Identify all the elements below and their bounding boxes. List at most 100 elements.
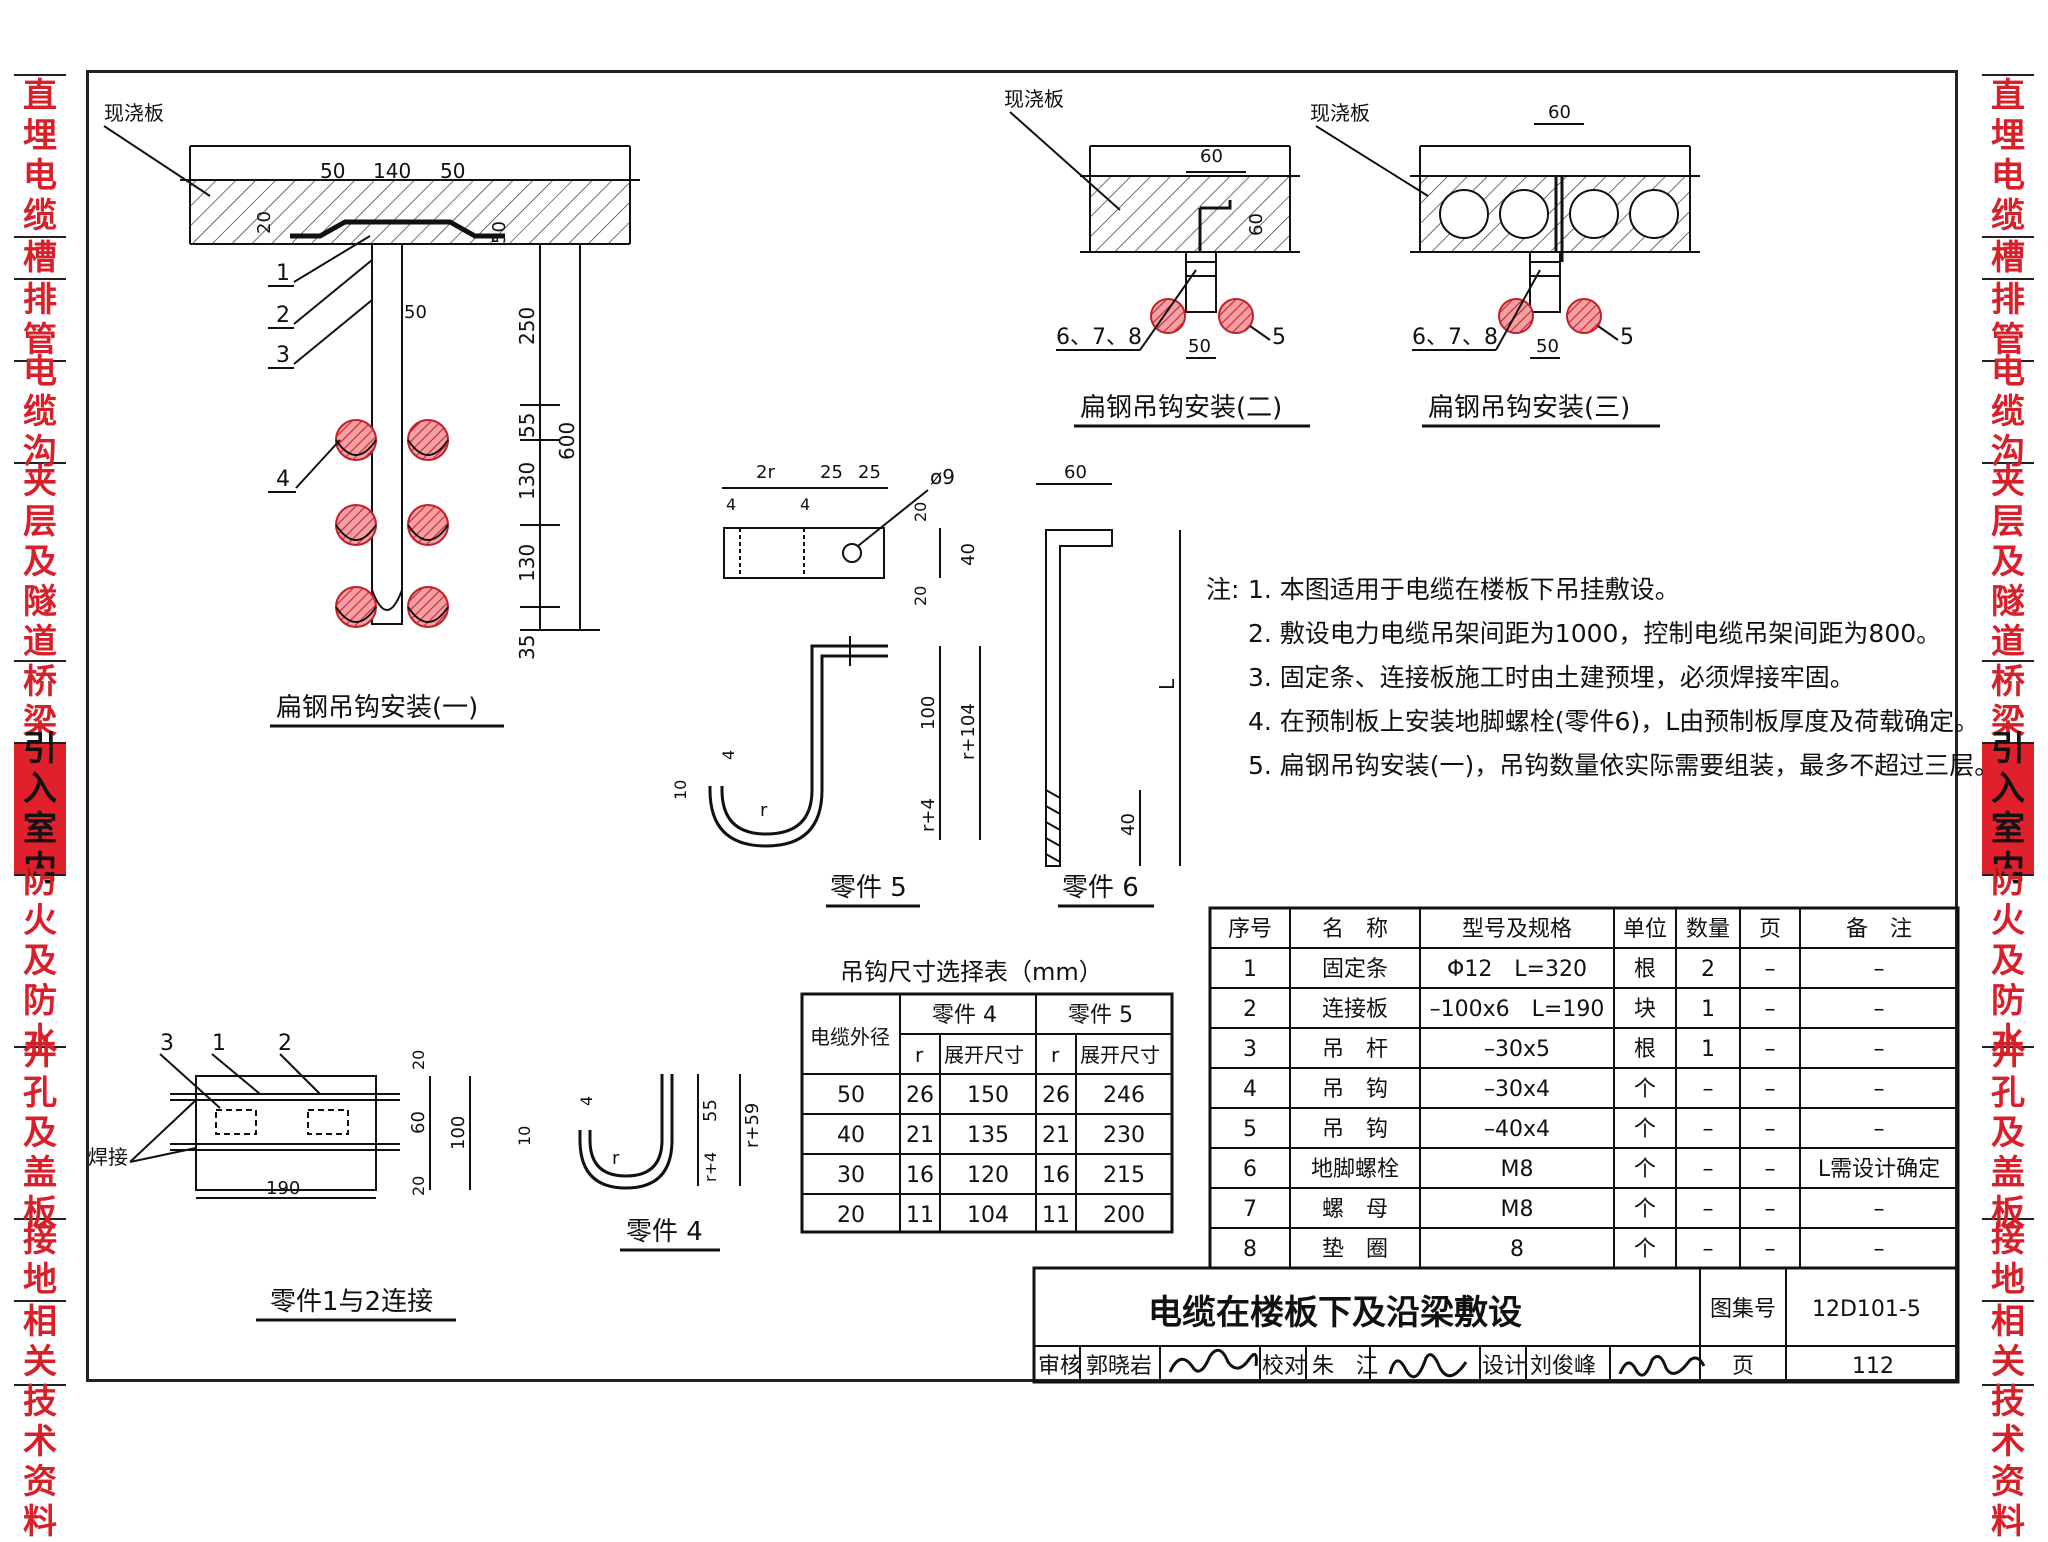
bom-cell: – [1874, 1197, 1885, 1222]
bom-cell: 根 [1634, 1037, 1656, 1062]
bom-cell: –40x4 [1484, 1117, 1550, 1142]
part4-dim-10: 10 [515, 1126, 534, 1146]
bom-cell: – [1765, 1157, 1776, 1182]
bom-cell: 1 [1243, 957, 1257, 982]
hook-table-cell: 16 [906, 1163, 934, 1188]
side-tab-char: 电 [1991, 352, 2025, 392]
fig1-dim-35: 35 [515, 635, 539, 660]
bom-cell: 垫 圈 [1322, 1237, 1388, 1262]
part6-dim-40: 40 [1118, 813, 1139, 836]
fig1-dim-130-b: 130 [515, 544, 539, 582]
hook-table-sub-len-1: 展开尺寸 [944, 1043, 1024, 1067]
side-tab-char: 隧 [1991, 582, 2025, 622]
part5-dim-4a: 4 [726, 495, 736, 514]
side-tab-2: 排管 [1982, 280, 2034, 362]
bom-cell: L需设计确定 [1818, 1157, 1940, 1182]
note-4: 4. 在预制板上安装地脚螺栓(零件6)，L由预制板厚度及荷载确定。 [1248, 707, 1979, 736]
bom-cell: 1 [1701, 1037, 1715, 1062]
bom-cell: 5 [1243, 1117, 1257, 1142]
hook-table-title: 吊钩尺寸选择表（mm） [840, 958, 1103, 986]
part5-dim-20a: 20 [911, 502, 930, 522]
hook-table-cell: 11 [1042, 1203, 1070, 1228]
side-tab-5: 桥梁 [1982, 662, 2034, 744]
drawing-sheet: 现浇板 50 140 50 20 [88, 87, 1999, 1384]
joint-label-2: 2 [278, 1031, 292, 1056]
fig1-dim-20: 20 [254, 211, 275, 234]
side-tab-char: 及 [1991, 542, 2025, 582]
fig2-callout-right: 5 [1272, 325, 1286, 350]
side-tab-char: 火 [23, 901, 57, 941]
side-tab-0: 直埋电缆 [14, 76, 66, 238]
fig3-slab-label: 现浇板 [1310, 101, 1370, 125]
bom-cell: 个 [1634, 1157, 1656, 1182]
side-tab-char: 层 [1991, 502, 2025, 542]
reviewer-signature [1168, 1348, 1258, 1373]
joint-weld-label: 焊接 [88, 1145, 128, 1169]
side-tab-char: 盖 [1991, 1153, 2025, 1193]
side-tab-char: 及 [23, 1113, 57, 1153]
hook-table-cell: 21 [906, 1123, 934, 1148]
part4-title: 零件 4 [626, 1217, 703, 1247]
part5-dim-25a: 25 [820, 462, 843, 483]
bom-cell: –30x4 [1484, 1077, 1550, 1102]
bom-cell: – [1765, 1037, 1776, 1062]
bom-cell: 8 [1243, 1237, 1257, 1262]
side-tab-char: 管 [23, 320, 57, 360]
side-tab-4: 夹层及隧道 [1982, 462, 2034, 662]
side-tab-char: 直 [1991, 76, 2025, 116]
checker-name: 朱 江 [1312, 1354, 1378, 1379]
fig3-callout-right: 5 [1620, 325, 1634, 350]
fig3-dim-bottom: 50 [1536, 336, 1559, 357]
fig1-dim-50-right-top: 50 [440, 159, 465, 183]
side-tab-8: 井孔及盖板 [14, 1033, 66, 1233]
part4-dim-4: 4 [577, 1096, 596, 1106]
bom-cell: 地脚螺栓 [1311, 1157, 1399, 1182]
hook-table-cell: 16 [1042, 1163, 1070, 1188]
side-tab-1: 槽 [1982, 238, 2034, 280]
side-tab-char: 入 [23, 769, 57, 809]
side-tab-6: 引入室内 [1982, 729, 2034, 889]
side-tab-5: 桥梁 [14, 662, 66, 744]
side-tab-char: 接 [1991, 1220, 2025, 1260]
hook-table-cell: 50 [837, 1083, 865, 1108]
side-tab-char: 技 [1991, 1382, 2025, 1422]
bom-header-cell: 页 [1759, 917, 1781, 942]
side-tab-8: 井孔及盖板 [1982, 1033, 2034, 1233]
side-tab-char: 室 [23, 809, 57, 849]
side-tab-char: 沟 [23, 432, 57, 472]
fig1-dim-50-side: 50 [489, 221, 510, 244]
bom-cell: – [1874, 957, 1885, 982]
hook-table-cell: 20 [837, 1203, 865, 1228]
bom-cell: – [1874, 1237, 1885, 1262]
side-tab-3: 电缆沟 [1982, 352, 2034, 472]
note-5: 5. 扁钢吊钩安装(一)，吊钩数量依实际需要组装，最多不超过三层。 [1248, 751, 1999, 780]
side-tab-char: 关 [1991, 1342, 2025, 1382]
part5-dim-2r: 2r [756, 462, 775, 483]
fig1-dim-140: 140 [373, 159, 411, 183]
page-label: 页 [1732, 1354, 1754, 1379]
joint-dim-100: 100 [448, 1116, 469, 1150]
side-tab-7: 防火及防水 [1982, 861, 2034, 1061]
note-2: 2. 敷设电力电缆吊架间距为1000，控制电缆吊架间距为800。 [1248, 619, 1941, 648]
part-6-drawing: 60 L 40 零件 6 [1036, 462, 1181, 908]
side-tab-char: 槽 [23, 238, 57, 278]
side-tab-char: 孔 [23, 1073, 57, 1113]
bom-cell: – [1874, 1037, 1885, 1062]
bom-cell: 根 [1634, 957, 1656, 982]
part5-dim-4c: 4 [719, 750, 738, 760]
bom-cell: Φ12 L=320 [1447, 957, 1587, 982]
side-tab-4: 夹层及隧道 [14, 462, 66, 662]
bom-cell: – [1765, 1237, 1776, 1262]
review-label: 审核 [1038, 1354, 1082, 1379]
side-tab-9: 接地 [14, 1220, 66, 1302]
hook-table-cell: 200 [1103, 1203, 1145, 1228]
joint-dim-20a: 20 [409, 1050, 428, 1070]
fig2-slab-label: 现浇板 [1004, 87, 1064, 111]
side-tab-char: 孔 [1991, 1073, 2025, 1113]
atlas-label: 图集号 [1710, 1297, 1776, 1322]
fig3-dim-top: 60 [1548, 102, 1571, 123]
atlas-number: 12D101-5 [1812, 1297, 1921, 1322]
side-tab-char: 火 [1991, 901, 2025, 941]
side-tab-3: 电缆沟 [14, 352, 66, 472]
side-tab-char: 地 [23, 1260, 57, 1300]
